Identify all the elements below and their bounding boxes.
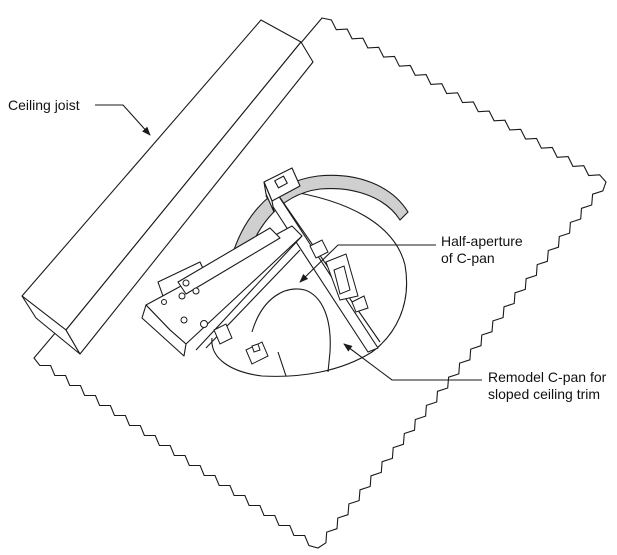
clip: [213, 323, 233, 345]
screw: [192, 287, 200, 295]
clip-small: [251, 343, 261, 353]
fasteners: [161, 279, 208, 328]
screw: [180, 316, 188, 324]
label-half-aperture-line1: Half-aperture: [441, 233, 523, 249]
top-bracket-side: [263, 181, 275, 213]
top-bracket-slot: [274, 175, 288, 189]
screw: [200, 320, 208, 328]
aperture-inner-line: [277, 351, 287, 377]
clip: [351, 295, 369, 313]
half-aperture-curve: [251, 288, 331, 373]
clip: [309, 239, 329, 259]
rail-clips: [213, 239, 369, 365]
label-remodel-line1: Remodel C-pan for: [488, 369, 607, 385]
screw: [161, 299, 167, 305]
joist-side-face: [65, 41, 314, 355]
callout-joist-line: [95, 104, 151, 136]
top-bracket: [263, 167, 301, 213]
callouts: [95, 104, 482, 381]
bracket-arm-top: [177, 227, 281, 295]
ceiling-panel: [33, 17, 607, 549]
ceiling-joist: [21, 19, 314, 355]
bracket-foot: [141, 304, 187, 357]
bracket-bar: [195, 235, 303, 351]
screw: [182, 279, 190, 287]
aperture-edge: [211, 189, 408, 377]
callout-remodel-line: [343, 343, 482, 381]
clip: [333, 265, 351, 295]
label-half-aperture-line2: of C-pan: [441, 250, 495, 266]
bracket-assembly: [141, 225, 303, 357]
callout-half-aperture-line: [299, 244, 436, 283]
label-ceiling-joist: Ceiling joist: [8, 97, 80, 113]
label-remodel-line2: sloped ceiling trim: [488, 386, 601, 402]
screw: [178, 292, 186, 300]
